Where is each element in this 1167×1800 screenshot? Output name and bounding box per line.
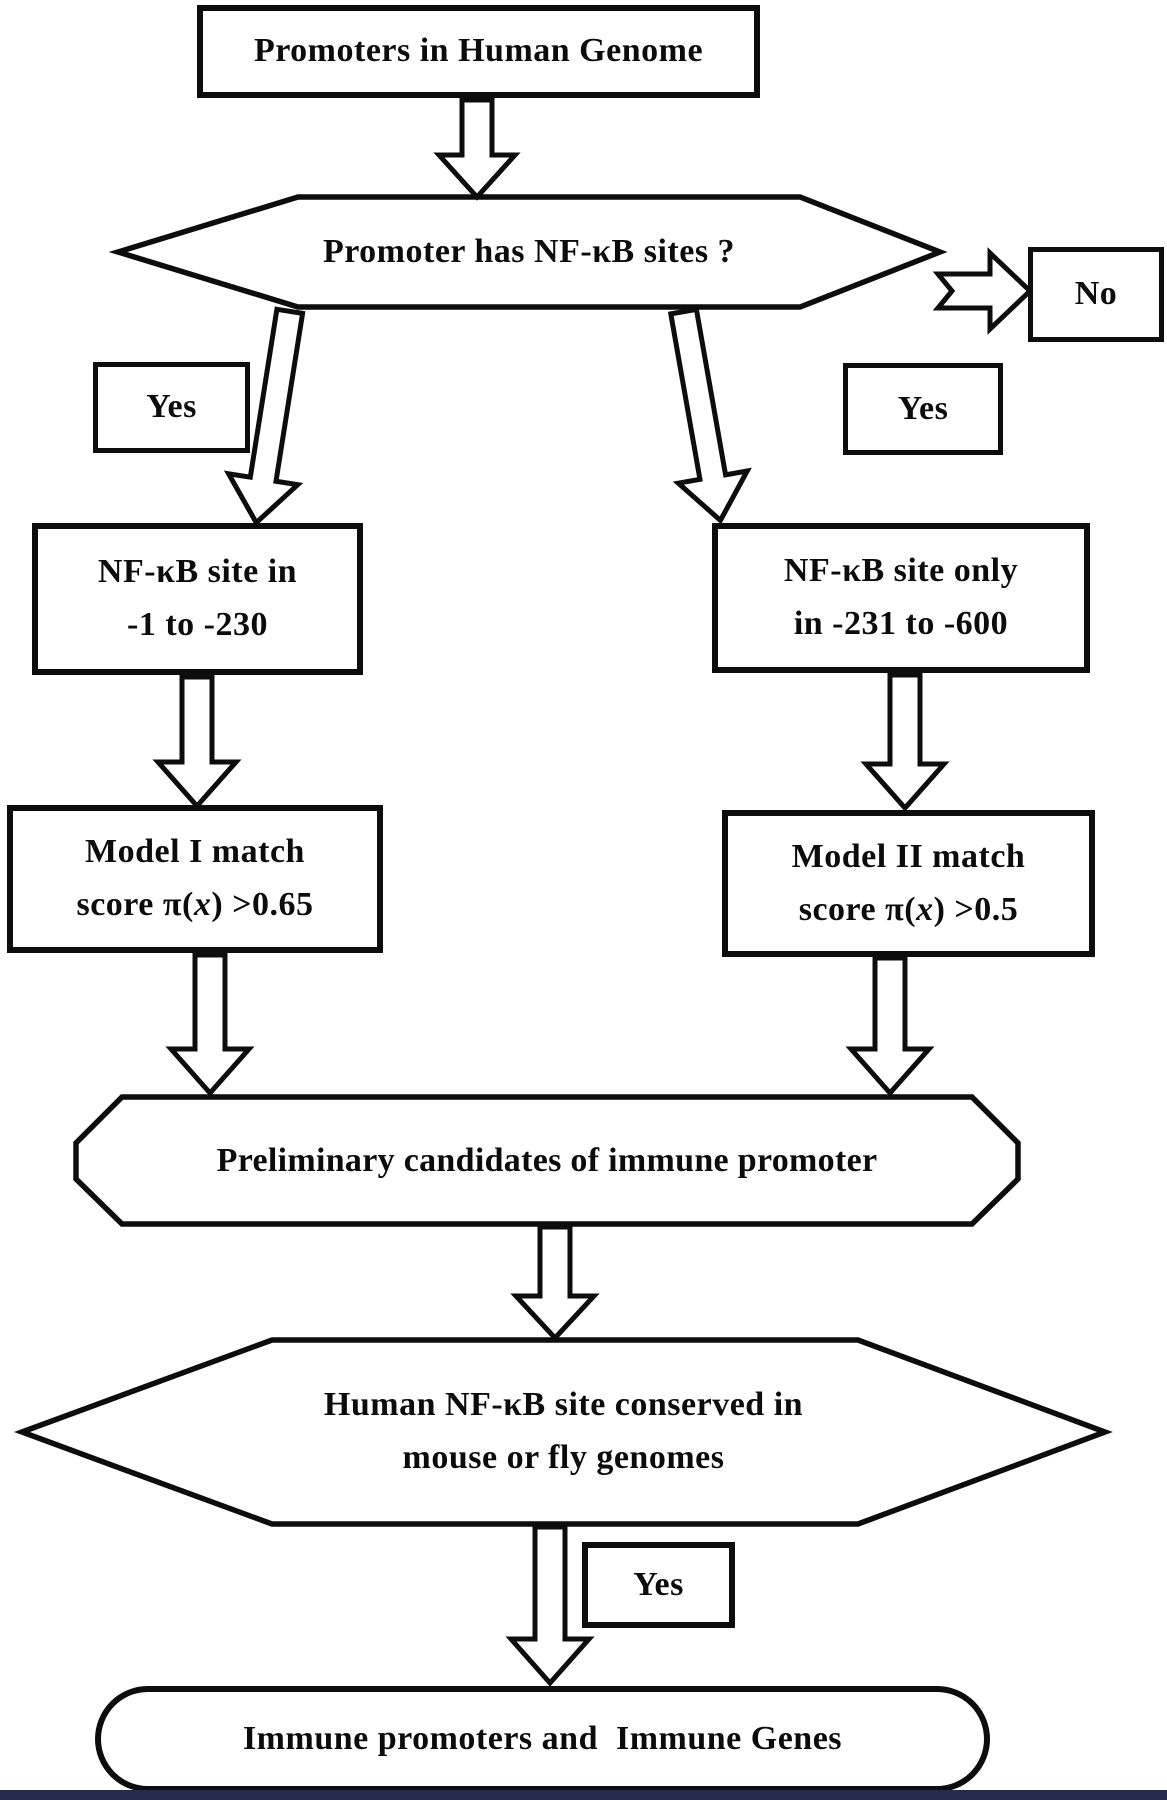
- site-proximal-line2: -1 to -230: [127, 606, 268, 643]
- arrow-decision-to-no: [932, 247, 1034, 335]
- yes-right-node: Yes: [843, 363, 1003, 455]
- yes-bottom-label: Yes: [633, 1565, 684, 1603]
- model1-score-variable: x: [193, 886, 212, 923]
- arrow-proximal-to-model1: [152, 674, 242, 810]
- site-distal-line2: in -231 to -600: [793, 605, 1009, 642]
- site-distal-node: NF-κB site only in -231 to -600: [712, 523, 1090, 673]
- scan-edge-bar: [0, 1790, 1167, 1800]
- site-proximal-line1: NF-κB site in: [97, 553, 298, 591]
- site-proximal-node: NF-κB site in -1 to -230: [32, 523, 363, 675]
- yes-left-label: Yes: [146, 388, 197, 426]
- arrow-decision-to-proximal: [223, 306, 306, 527]
- model2-line1: Model II match: [791, 837, 1026, 875]
- no-node: No: [1028, 247, 1164, 342]
- arrow-model1-to-candidates: [165, 952, 255, 1097]
- arrow-distal-to-model2: [860, 672, 950, 812]
- arrow-decision-to-distal: [667, 306, 752, 525]
- model2-score-variable: x: [916, 890, 934, 928]
- yes-bottom-node: Yes: [582, 1542, 735, 1628]
- start-label: Promoters in Human Genome: [253, 32, 704, 70]
- arrow-start-to-decision: [433, 97, 521, 201]
- decision-conserved-hexagon: [14, 1337, 1113, 1527]
- arrow-decision2-to-result: [505, 1524, 595, 1687]
- result-label: Immune promoters and Immune Genes: [242, 1719, 843, 1757]
- yes-left-node: Yes: [93, 362, 250, 453]
- no-label: No: [1074, 275, 1118, 313]
- result-node: Immune promoters and Immune Genes: [95, 1686, 990, 1792]
- model1-node: Model I match score π(x) >0.65: [7, 805, 383, 953]
- model1-score: score π(x) >0.65: [76, 886, 314, 923]
- candidates-octagon: [73, 1094, 1021, 1227]
- start-node: Promoters in Human Genome: [197, 5, 760, 98]
- model2-node: Model II match score π(x) >0.5: [722, 810, 1095, 957]
- model1-line1: Model I match: [85, 833, 305, 871]
- yes-right-label: Yes: [897, 389, 949, 427]
- site-distal-line1: NF-κB site only: [783, 552, 1019, 590]
- arrow-candidates-to-decision2: [510, 1224, 600, 1342]
- arrow-model2-to-candidates: [845, 955, 935, 1097]
- model2-score: score π(x) >0.5: [798, 890, 1019, 928]
- decision-has-nfkb-hexagon: [108, 194, 948, 310]
